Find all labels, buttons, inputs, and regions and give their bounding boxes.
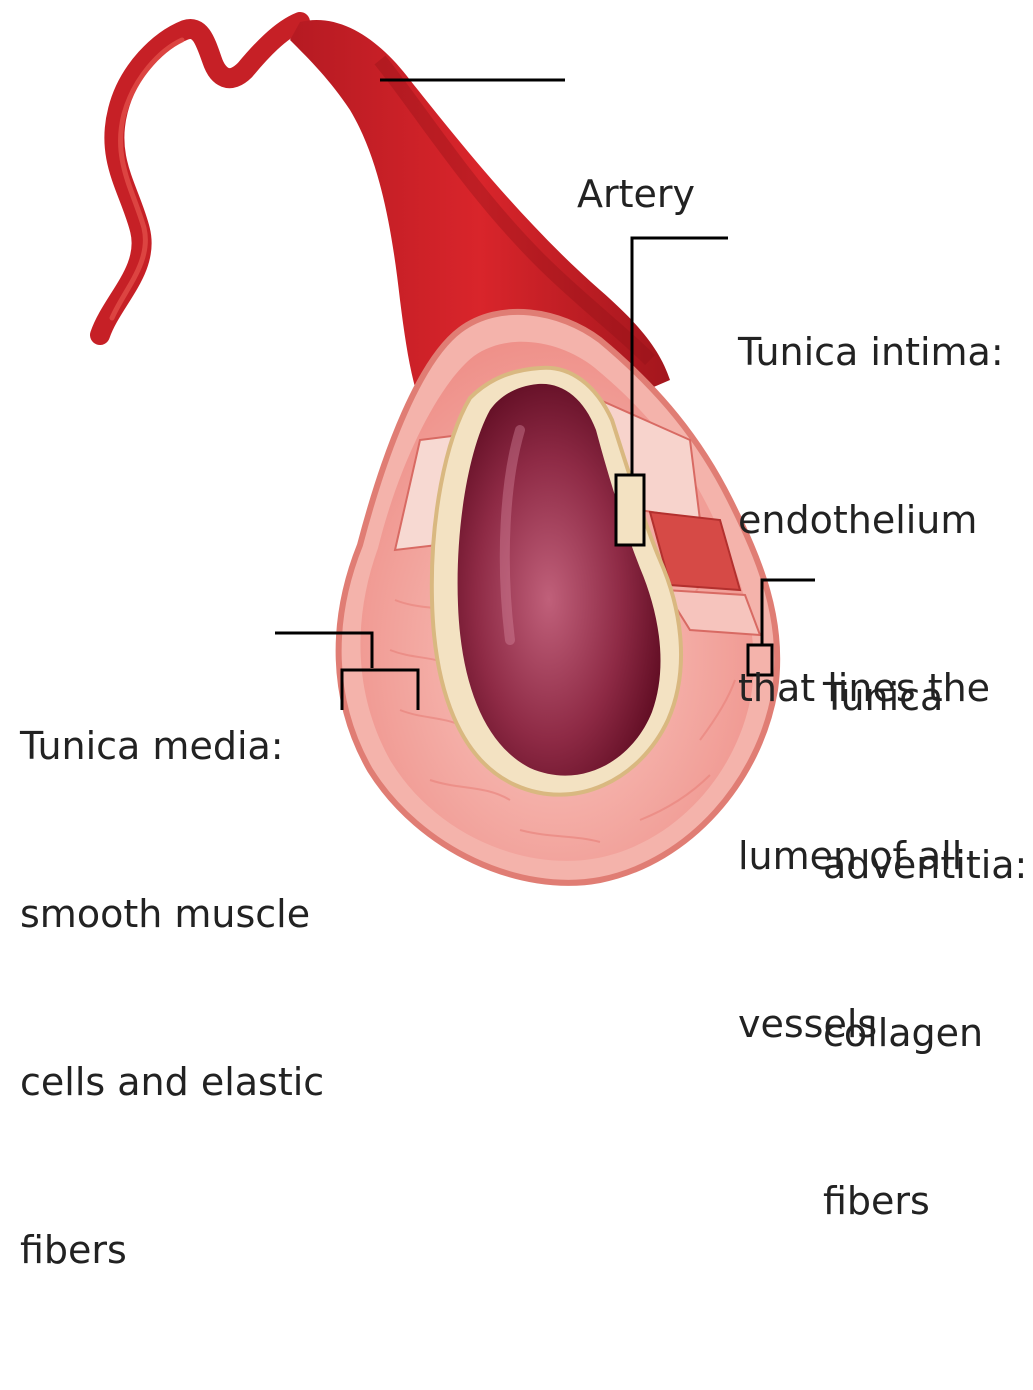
adventitia-label-line-3: collagen xyxy=(823,1005,1027,1061)
artery-label: Artery xyxy=(577,54,695,334)
adventitia-label-line-4: fibers xyxy=(823,1173,1027,1229)
media-label: Tunica media: smooth muscle cells and el… xyxy=(20,606,324,1390)
intima-label-line-2: endothelium xyxy=(738,492,1004,548)
artery-label-text: Artery xyxy=(577,166,695,222)
intima-bracket xyxy=(616,475,644,545)
adventitia-label-line-1: Tunica xyxy=(823,669,1027,725)
adventitia-label: Tunica adventitia: collagen fibers xyxy=(823,557,1027,1341)
adventitia-label-line-2: adventitia: xyxy=(823,837,1027,893)
media-label-line-2: smooth muscle xyxy=(20,886,324,942)
media-label-line-1: Tunica media: xyxy=(20,718,324,774)
media-label-line-3: cells and elastic xyxy=(20,1054,324,1110)
media-label-line-4: fibers xyxy=(20,1222,324,1278)
artery-diagram: Artery Tunica intima: endothelium that l… xyxy=(0,0,1033,920)
intima-label-line-1: Tunica intima: xyxy=(738,324,1004,380)
